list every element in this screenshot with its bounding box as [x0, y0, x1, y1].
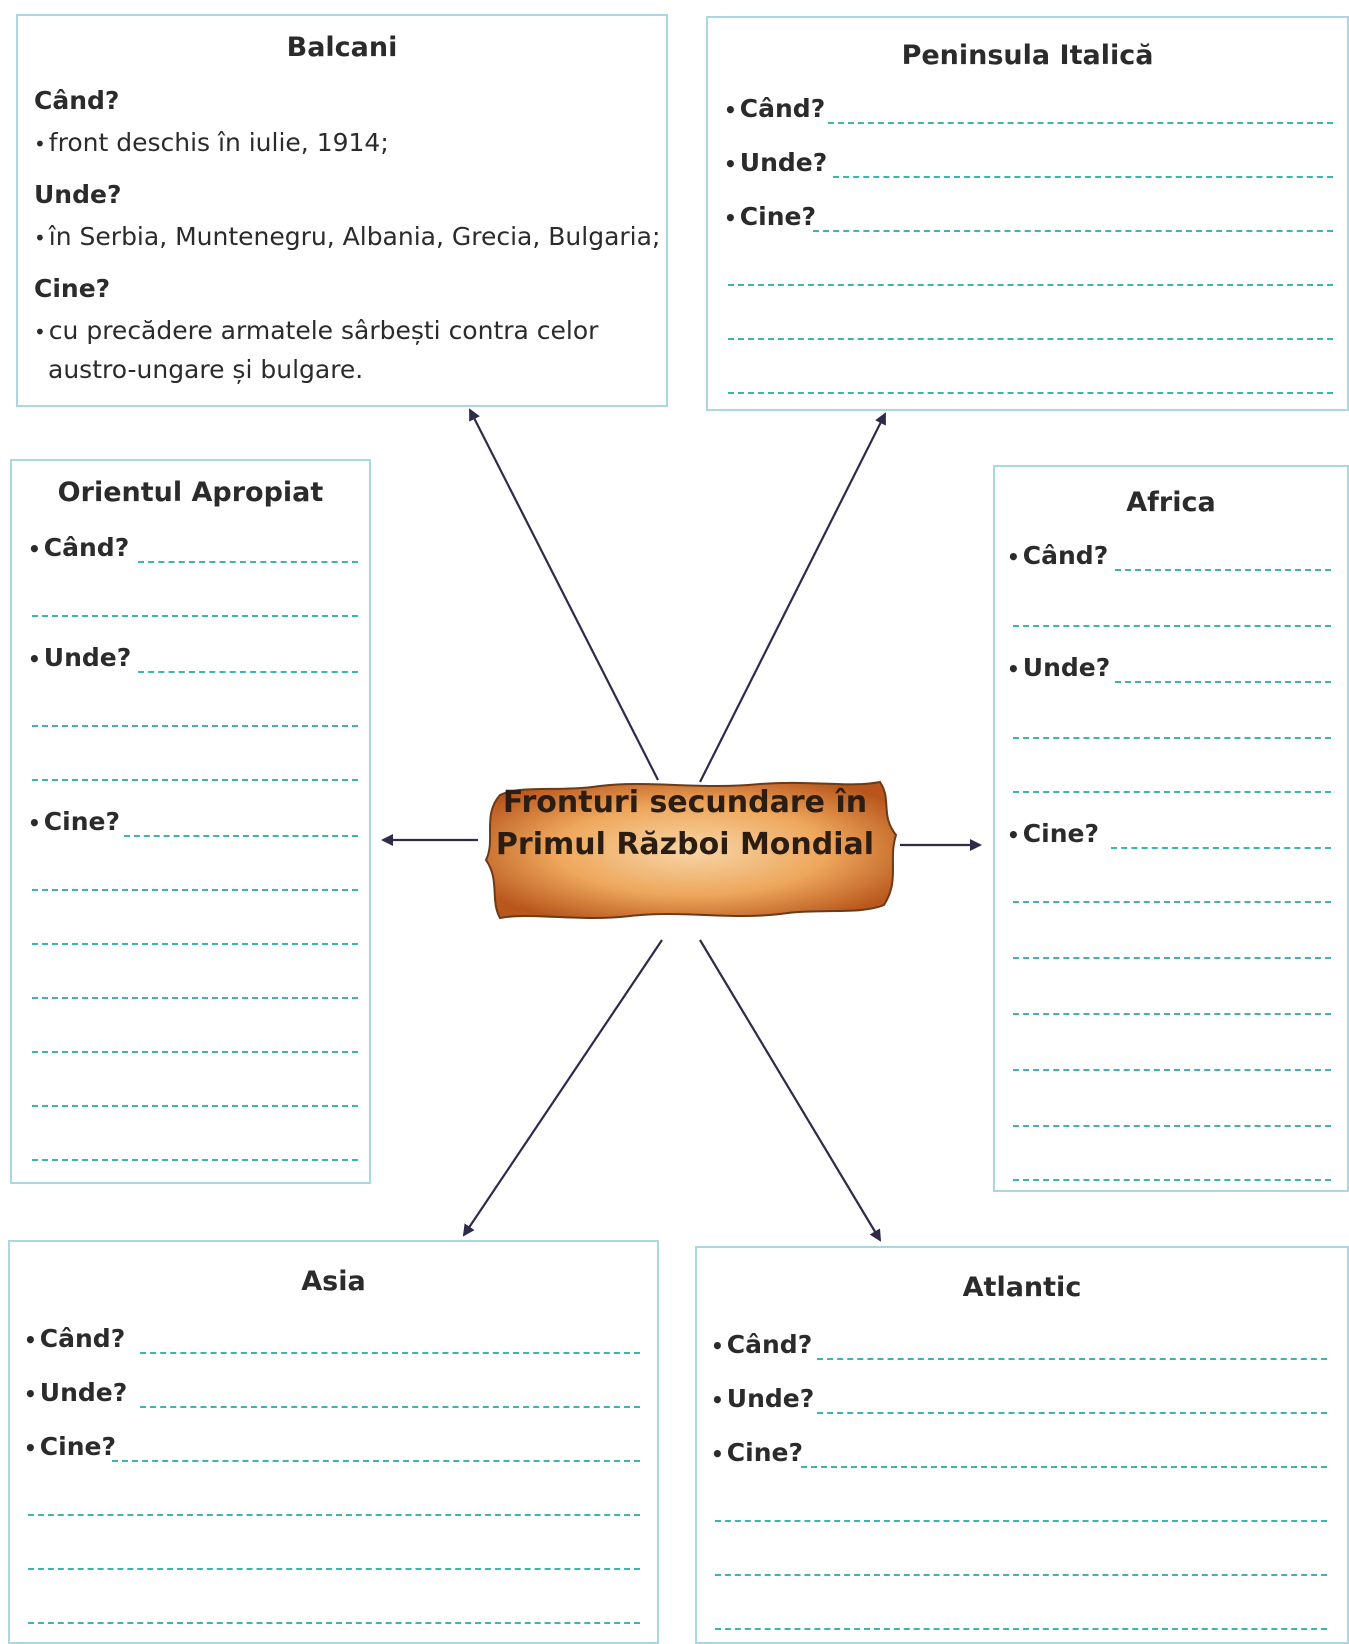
atlantic-cine-line[interactable]: [801, 1466, 1327, 1468]
center-title-line1: Fronturi secundare în: [502, 785, 868, 820]
italica-cine-line[interactable]: [813, 230, 1333, 232]
atlantic-unde-line[interactable]: [817, 1412, 1327, 1414]
italica-cine-label: •Cine?: [724, 202, 816, 231]
orient-title: Orientul Apropiat: [57, 477, 324, 508]
center-title-line2: Primul Război Mondial: [495, 827, 875, 862]
italica-answer-line[interactable]: [728, 392, 1333, 394]
asia-answer-line[interactable]: [28, 1514, 640, 1516]
orient-answer-line[interactable]: [32, 1051, 358, 1053]
asia-unde-line[interactable]: [140, 1406, 640, 1408]
italica-title: Peninsula Italică: [901, 40, 1154, 71]
africa-answer-line[interactable]: [1013, 957, 1331, 959]
africa-answer-line[interactable]: [1013, 1125, 1331, 1127]
asia-answer-line[interactable]: [28, 1568, 640, 1570]
africa-answer-line[interactable]: [1013, 791, 1331, 793]
balcani-title: Balcani: [286, 32, 398, 63]
orient-cine-label: •Cine?: [28, 807, 120, 836]
balcani-unde-answer: •în Serbia, Muntenegru, Albania, Grecia,…: [34, 222, 661, 251]
orient-cand-line[interactable]: [138, 561, 358, 563]
africa-cand-label: •Când?: [1007, 541, 1109, 570]
orient-answer-line[interactable]: [32, 997, 358, 999]
atlantic-unde-label: •Unde?: [711, 1384, 815, 1413]
asia-title: Asia: [301, 1266, 366, 1297]
arrow-to-asia: [462, 939, 663, 1237]
arrow-to-atlantic: [699, 939, 882, 1242]
asia-cand-label: •Când?: [24, 1324, 126, 1353]
center-title: Fronturi secundare în Primul Război Mond…: [480, 782, 890, 866]
atlantic-answer-line[interactable]: [715, 1628, 1327, 1630]
orient-answer-line[interactable]: [32, 889, 358, 891]
orient-answer-line[interactable]: [32, 1159, 358, 1161]
africa-title: Africa: [1126, 487, 1216, 518]
italica-box: Peninsula Italică •Când? •Unde? •Cine?: [706, 16, 1349, 411]
orient-cine-line[interactable]: [124, 835, 358, 837]
italica-unde-label: •Unde?: [724, 148, 828, 177]
africa-answer-line[interactable]: [1013, 1179, 1331, 1181]
asia-cine-line[interactable]: [112, 1460, 640, 1462]
africa-answer-line[interactable]: [1013, 625, 1331, 627]
balcani-cine-heading: Cine?: [34, 274, 111, 303]
parchment-scroll: [484, 780, 898, 920]
arrow-to-balcani: [469, 408, 659, 781]
asia-unde-label: •Unde?: [24, 1378, 128, 1407]
atlantic-cine-label: •Cine?: [711, 1438, 803, 1467]
africa-box: Africa •Când? •Unde? •Cine?: [993, 465, 1349, 1192]
africa-answer-line[interactable]: [1013, 1069, 1331, 1071]
africa-answer-line[interactable]: [1013, 737, 1331, 739]
balcani-unde-heading: Unde?: [34, 180, 122, 209]
africa-answer-line[interactable]: [1013, 1013, 1331, 1015]
atlantic-cand-line[interactable]: [817, 1358, 1327, 1360]
orient-unde-label: •Unde?: [28, 643, 132, 672]
atlantic-answer-line[interactable]: [715, 1574, 1327, 1576]
africa-unde-label: •Unde?: [1007, 653, 1111, 682]
italica-cand-line[interactable]: [828, 122, 1333, 124]
italica-unde-line[interactable]: [833, 176, 1333, 178]
italica-cand-label: •Când?: [724, 94, 826, 123]
asia-cand-line[interactable]: [140, 1352, 640, 1354]
orient-answer-line[interactable]: [32, 615, 358, 617]
orient-answer-line[interactable]: [32, 1105, 358, 1107]
africa-cine-label: •Cine?: [1007, 819, 1099, 848]
africa-answer-line[interactable]: [1013, 901, 1331, 903]
asia-answer-line[interactable]: [28, 1622, 640, 1624]
balcani-box: Balcani Când? •front deschis în iulie, 1…: [16, 14, 668, 407]
africa-cand-line[interactable]: [1115, 569, 1331, 571]
arrow-to-italica: [699, 412, 886, 783]
orient-unde-line[interactable]: [138, 671, 358, 673]
orient-answer-line[interactable]: [32, 779, 358, 781]
orient-cand-label: •Când?: [28, 533, 130, 562]
balcani-cand-answer: •front deschis în iulie, 1914;: [34, 128, 389, 157]
italica-answer-line[interactable]: [728, 338, 1333, 340]
orient-answer-line[interactable]: [32, 943, 358, 945]
orient-box: Orientul Apropiat •Când? •Unde? •Cine?: [10, 459, 371, 1184]
balcani-cine-answer: •cu precădere armatele sârbești contra c…: [34, 316, 599, 384]
atlantic-answer-line[interactable]: [715, 1520, 1327, 1522]
africa-unde-line[interactable]: [1115, 681, 1331, 683]
balcani-cand-heading: Când?: [34, 86, 120, 115]
atlantic-box: Atlantic •Când? •Unde? •Cine?: [695, 1246, 1349, 1644]
orient-answer-line[interactable]: [32, 725, 358, 727]
africa-cine-line[interactable]: [1111, 847, 1331, 849]
asia-cine-label: •Cine?: [24, 1432, 116, 1461]
atlantic-cand-label: •Când?: [711, 1330, 813, 1359]
asia-box: Asia •Când? •Unde? •Cine?: [8, 1240, 659, 1644]
italica-answer-line[interactable]: [728, 284, 1333, 286]
atlantic-title: Atlantic: [962, 1272, 1082, 1303]
